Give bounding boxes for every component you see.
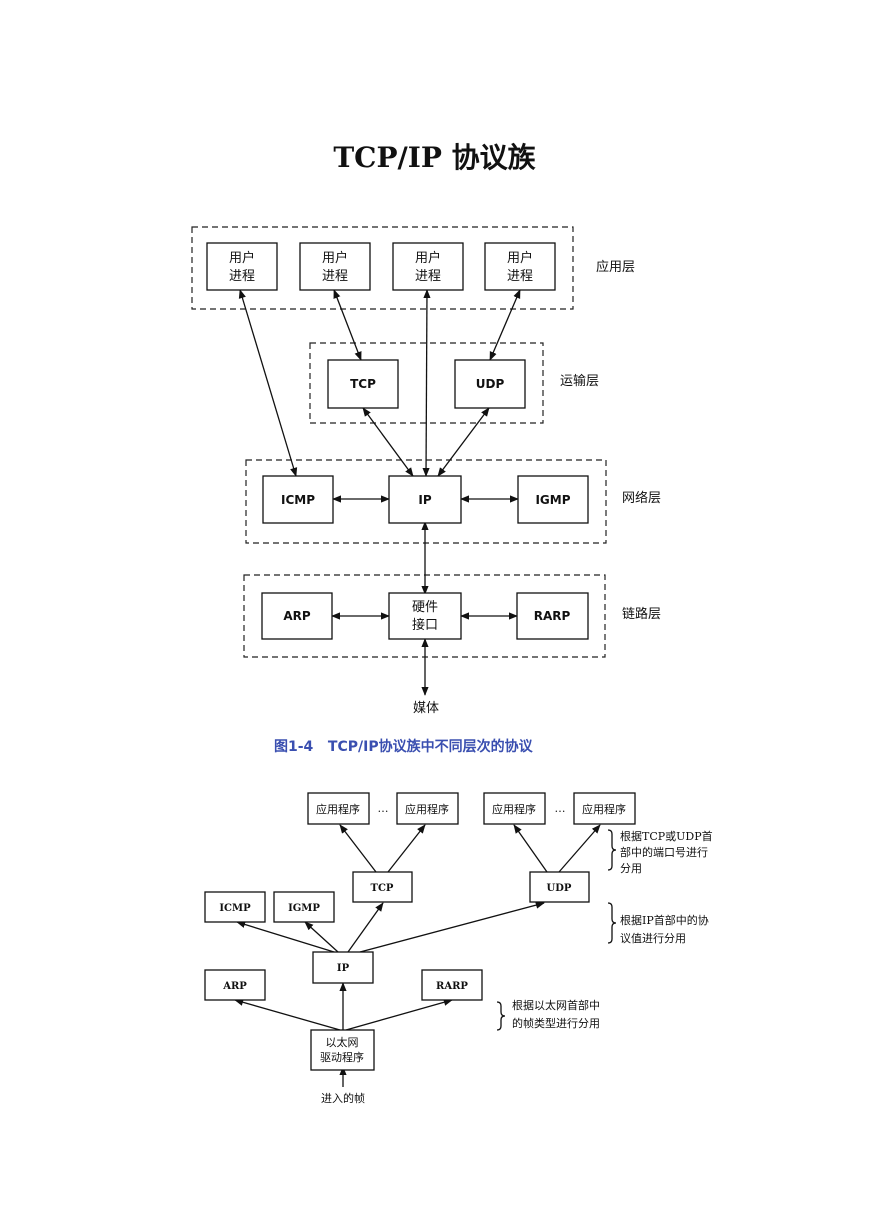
user-process-label: 用户进程 bbox=[229, 250, 255, 284]
layer-label-network: 网络层 bbox=[622, 490, 661, 506]
application-layer-group bbox=[191, 226, 574, 310]
layer-label-transport: 运输层 bbox=[560, 373, 599, 389]
arrow-tcp-app2 bbox=[387, 824, 426, 873]
udp-box bbox=[529, 871, 590, 903]
tcp-label: TCP bbox=[350, 377, 376, 391]
icmp-box bbox=[262, 475, 334, 524]
udp-label: UDP bbox=[547, 883, 572, 894]
hardware-interface-label: 硬件接口 bbox=[412, 600, 438, 633]
tcp-box bbox=[352, 871, 413, 903]
arrow-user4-udp bbox=[489, 289, 521, 361]
arrow-driver-arp bbox=[234, 998, 341, 1031]
igmp-box bbox=[517, 475, 589, 524]
icmp-label: ICMP bbox=[281, 493, 315, 507]
app-box-1 bbox=[307, 792, 370, 825]
app-label: 应用程序 bbox=[492, 802, 536, 816]
user-process-label: 用户进程 bbox=[415, 250, 441, 284]
arrow-user1-icmp bbox=[238, 289, 298, 477]
user-process-box-3: 用户进程 bbox=[392, 242, 464, 291]
udp-box bbox=[454, 359, 526, 409]
app-box-2 bbox=[396, 792, 459, 825]
arrow-driver-rarp bbox=[345, 998, 453, 1031]
arrow-user2-tcp bbox=[333, 289, 362, 361]
ip-box bbox=[312, 951, 374, 984]
app-box-3 bbox=[483, 792, 546, 825]
page-title: TCP/IP 协议族 bbox=[333, 141, 536, 174]
arrow-udp-ip bbox=[437, 407, 490, 477]
ip-label: IP bbox=[337, 963, 350, 974]
figure-caption: 图1-4 TCP/IP协议族中不同层次的协议 bbox=[274, 738, 534, 755]
arrow-udp-app3 bbox=[513, 824, 548, 873]
ip-label: IP bbox=[418, 493, 431, 507]
user-process-label: 用户进程 bbox=[507, 250, 533, 284]
incoming-frame-label: 进入的帧 bbox=[321, 1091, 365, 1105]
user-process-box-4: 用户进程 bbox=[484, 242, 556, 291]
rarp-label: RARP bbox=[534, 609, 571, 623]
user-process-box-1: 用户进程 bbox=[206, 242, 278, 291]
igmp-label: IGMP bbox=[288, 903, 320, 914]
arp-box bbox=[261, 592, 333, 640]
brace-frame bbox=[496, 1001, 506, 1031]
arp-label: ARP bbox=[283, 609, 311, 623]
ethernet-driver-label: 以太网驱动程序 bbox=[320, 1036, 364, 1064]
arrow-tcp-app1 bbox=[339, 824, 377, 873]
arp-box bbox=[204, 969, 266, 1001]
user-process-label: 用户进程 bbox=[322, 250, 348, 284]
app-label: 应用程序 bbox=[405, 802, 449, 816]
tcp-label: TCP bbox=[371, 883, 394, 894]
transport-layer-group bbox=[309, 342, 544, 424]
arrow-ip-udp bbox=[359, 901, 545, 953]
figure-1-layers: 用户进程 用户进程 用户进程 用户进程 TCP UDP ICMP IP IGMP… bbox=[191, 226, 661, 755]
layer-label-application: 应用层 bbox=[596, 259, 635, 275]
note-port-demux: 根据TCP或UDP首部中的端口号进行分用 bbox=[620, 829, 713, 875]
user-process-box-2: 用户进程 bbox=[299, 242, 371, 291]
app-label: 应用程序 bbox=[582, 802, 626, 816]
arrow-ip-igmp bbox=[304, 921, 339, 953]
hardware-interface-box bbox=[388, 592, 462, 640]
arrow-tcp-ip bbox=[362, 407, 414, 477]
icmp-label: ICMP bbox=[219, 903, 251, 914]
ellipsis: … bbox=[378, 802, 389, 815]
ethernet-driver-box bbox=[310, 1029, 375, 1071]
brace-protocol bbox=[607, 902, 617, 944]
app-box-4 bbox=[573, 792, 636, 825]
ellipsis: … bbox=[555, 802, 566, 815]
udp-label: UDP bbox=[476, 377, 505, 391]
rarp-box bbox=[516, 592, 589, 640]
icmp-box bbox=[204, 891, 266, 923]
figure-2-demux: 应用程序 … 应用程序 应用程序 … 应用程序 TCP UDP ICMP IGM… bbox=[204, 792, 713, 1105]
note-protocol-demux: 根据IP首部中的协议值进行分用 bbox=[620, 913, 709, 945]
media-label: 媒体 bbox=[413, 701, 439, 716]
brace-port bbox=[607, 829, 617, 871]
note-frame-demux: 根据以太网首部中的帧类型进行分用 bbox=[512, 998, 600, 1030]
arrow-udp-app4 bbox=[558, 824, 601, 873]
arrow-ip-tcp bbox=[347, 902, 384, 953]
ip-box bbox=[388, 475, 462, 524]
arrow-user3-ip bbox=[422, 289, 431, 477]
rarp-label: RARP bbox=[436, 981, 468, 992]
tcp-box bbox=[327, 359, 399, 409]
layer-label-link: 链路层 bbox=[622, 606, 661, 622]
arp-label: ARP bbox=[222, 981, 247, 992]
igmp-box bbox=[273, 891, 335, 923]
igmp-label: IGMP bbox=[535, 493, 570, 507]
rarp-box bbox=[421, 969, 483, 1001]
app-label: 应用程序 bbox=[316, 802, 360, 816]
arrow-ip-icmp bbox=[236, 920, 335, 953]
